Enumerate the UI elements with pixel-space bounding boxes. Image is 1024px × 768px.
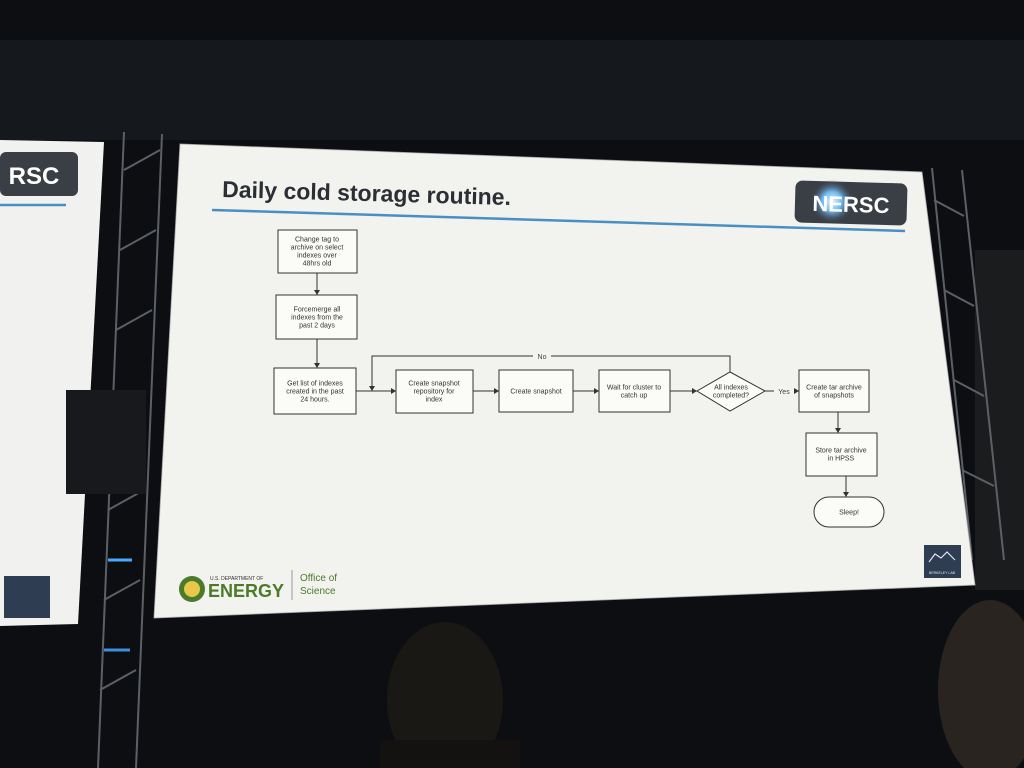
node-label-tar-line-2: of snapshots bbox=[814, 393, 854, 400]
node-label-repo-line-3: index bbox=[426, 397, 443, 404]
audience-head-left bbox=[387, 622, 503, 768]
node-all-completed-decision bbox=[696, 371, 767, 412]
node-sleep bbox=[813, 496, 885, 528]
flowchart-nodes bbox=[273, 229, 885, 528]
wall-right bbox=[975, 250, 1024, 590]
doe-small-text: U.S. DEPARTMENT OF bbox=[210, 576, 263, 582]
node-label-tag-line-1: Change tag to bbox=[295, 237, 339, 244]
slide: Daily cold storage routine. NERSC bbox=[153, 143, 976, 619]
node-forcemerge bbox=[275, 294, 358, 340]
node-label-merge-line-1: Forcemerge all bbox=[294, 307, 341, 314]
office-of-text: Office of bbox=[300, 573, 337, 584]
science-text: Science bbox=[300, 586, 336, 597]
node-create-tar bbox=[798, 369, 870, 413]
left-screen: RSC bbox=[0, 140, 104, 626]
arrowhead bbox=[369, 386, 375, 391]
node-label-wait-line-1: Wait for cluster to bbox=[607, 385, 661, 392]
node-label-hpss-line-2: in HPSS bbox=[828, 456, 855, 463]
node-label-list-line-3: 24 hours. bbox=[300, 397, 329, 404]
no-label-bg bbox=[533, 351, 551, 360]
audience-head-right bbox=[938, 600, 1024, 768]
doe-footer: U.S. DEPARTMENT OF ENERGY Office of Scie… bbox=[179, 570, 337, 602]
arrowhead bbox=[391, 388, 396, 394]
audience-shoulder bbox=[380, 740, 520, 768]
node-wait-cluster bbox=[598, 369, 671, 413]
flowchart-arrowheads bbox=[314, 290, 849, 497]
edge-label-yes: Yes bbox=[778, 389, 790, 396]
node-create-snapshot bbox=[498, 369, 574, 413]
ceiling-band bbox=[0, 40, 1024, 140]
node-label-list-line-1: Get list of indexes bbox=[287, 381, 343, 388]
doe-seal-inner bbox=[184, 581, 200, 597]
berkeley-lab-logo: BERKELEY LAB bbox=[924, 545, 961, 578]
node-label-list-line-2: created in the past bbox=[286, 389, 344, 396]
node-label-wait-line-2: catch up bbox=[621, 393, 648, 400]
left-logo-text: RSC bbox=[9, 163, 60, 190]
node-change-tag bbox=[277, 229, 358, 274]
node-label-repo-line-1: Create snapshot bbox=[408, 381, 459, 388]
node-label-tag-line-2: archive on select bbox=[291, 245, 344, 252]
arrowhead bbox=[594, 388, 599, 394]
arrowhead bbox=[835, 428, 841, 433]
doe-energy-text: ENERGY bbox=[208, 581, 284, 601]
node-label-tag-line-4: 48hrs old bbox=[303, 261, 332, 268]
node-label-check-line-1: All indexes bbox=[714, 385, 748, 392]
node-label-snap-line-1: Create snapshot bbox=[510, 389, 561, 396]
node-label-hpss-line-1: Store tar archive bbox=[815, 448, 866, 455]
title-rule bbox=[211, 208, 906, 233]
nersc-logo: NERSC bbox=[794, 179, 908, 226]
arrowhead bbox=[692, 388, 697, 394]
node-label-merge-line-3: past 2 days bbox=[299, 323, 335, 330]
berkeley-lab-text: BERKELEY LAB bbox=[929, 571, 956, 575]
arrowhead bbox=[794, 388, 799, 394]
node-store-hpss bbox=[805, 432, 878, 477]
arrowhead bbox=[843, 492, 849, 497]
left-nersc-logo bbox=[0, 152, 78, 196]
speaker-box bbox=[66, 390, 146, 494]
node-label-repo-line-2: repository for bbox=[414, 389, 456, 396]
arrowhead bbox=[314, 290, 320, 295]
node-label-merge-line-2: indexes from the bbox=[291, 315, 343, 322]
yes-label-bg bbox=[774, 386, 794, 395]
edge-label-no: No bbox=[538, 354, 547, 361]
node-get-list bbox=[273, 367, 357, 415]
left-berkeley-lab-logo bbox=[4, 576, 50, 618]
node-label-tar-line-1: Create tar archive bbox=[806, 385, 862, 392]
node-label-tag-line-3: indexes over bbox=[297, 253, 337, 260]
nersc-logo-text: NERSC bbox=[812, 191, 890, 218]
node-create-repo bbox=[395, 369, 474, 414]
arrowhead bbox=[494, 388, 499, 394]
node-label-check-line-2: completed? bbox=[713, 393, 749, 400]
node-label-sleep-line-1: Sleep! bbox=[839, 510, 859, 517]
right-truss bbox=[931, 167, 1005, 561]
arrowhead bbox=[314, 363, 320, 368]
